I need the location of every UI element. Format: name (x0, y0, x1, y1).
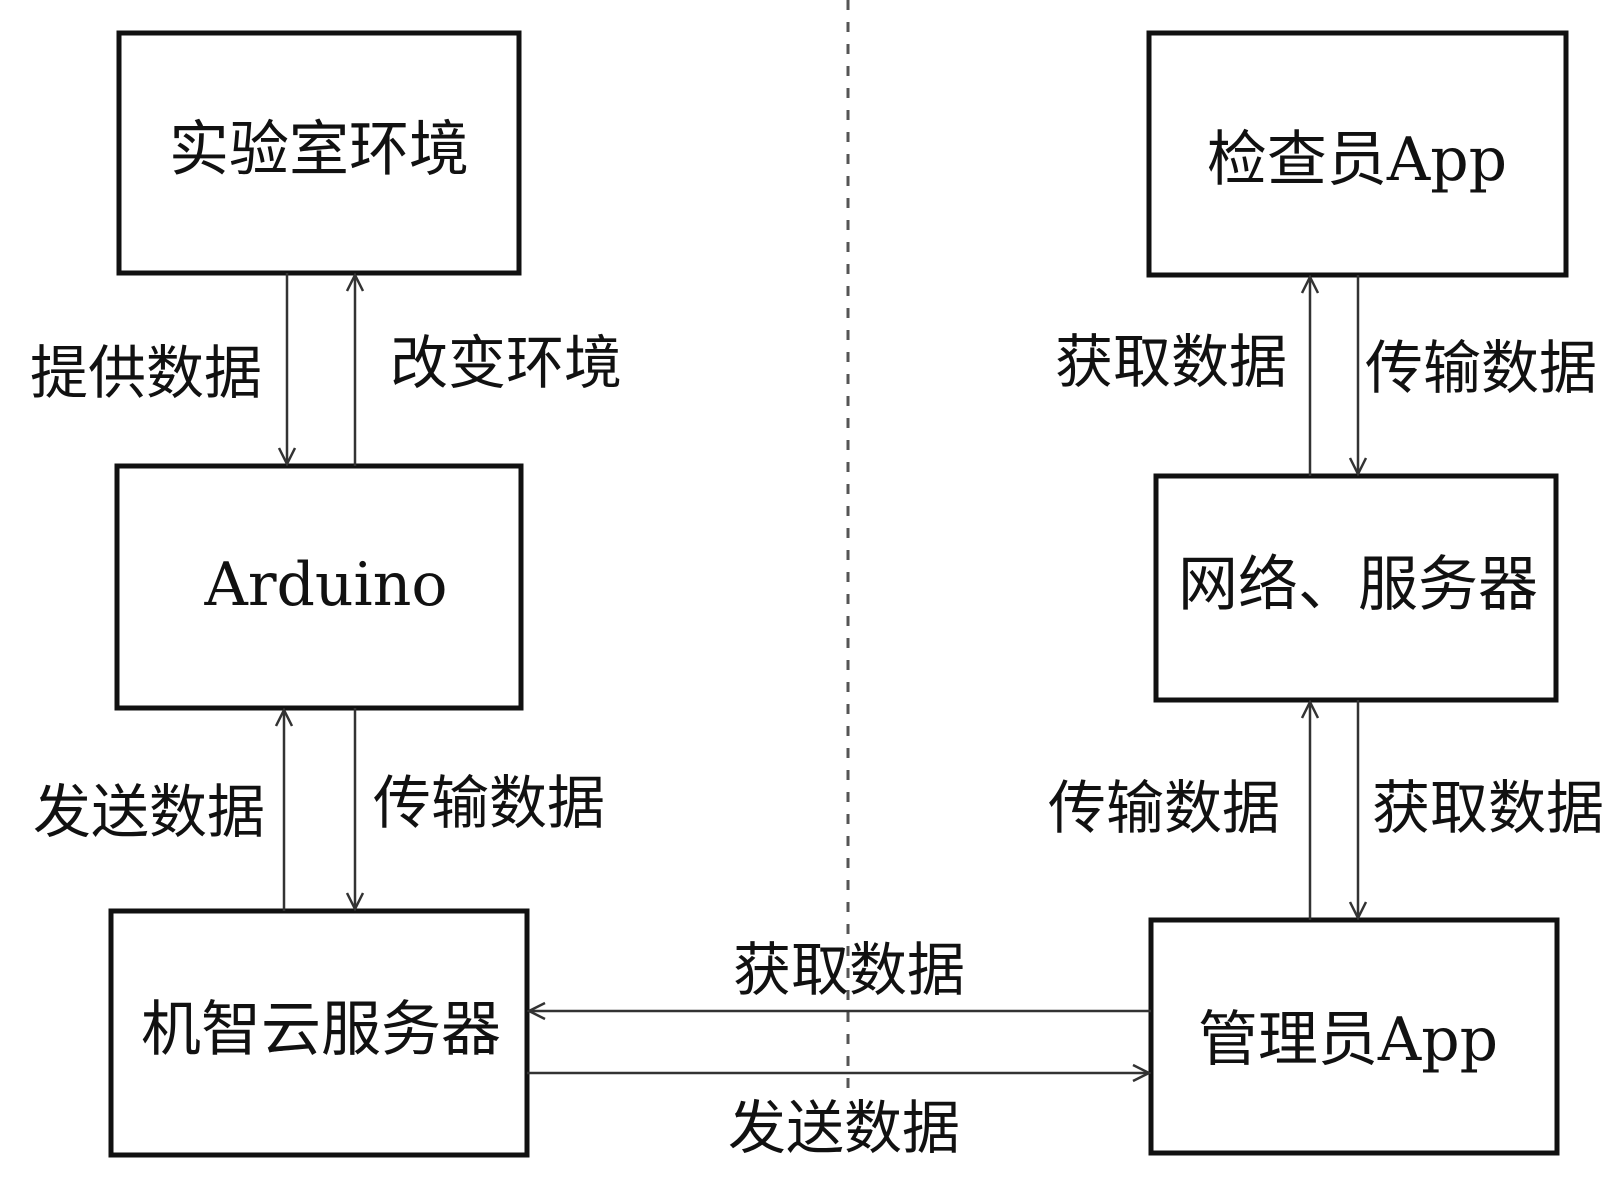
node-lab-environment-label: 实验室环境 (169, 115, 469, 185)
node-gizwits-server-label: 机智云服务器 (141, 995, 501, 1065)
label-transmit-data-mid: 传输数据 (1048, 774, 1280, 842)
node-arduino-label: Arduino (203, 550, 447, 620)
label-get-data-mid: 获取数据 (1372, 774, 1604, 842)
label-send-data-bottom: 发送数据 (728, 1094, 960, 1162)
label-transmit-data-left: 传输数据 (373, 769, 605, 837)
node-admin-app: 管理员App (1148, 917, 1560, 1156)
label-change-env: 改变环境 (390, 329, 622, 397)
node-arduino: Arduino (114, 463, 524, 711)
label-provide-data: 提供数据 (30, 339, 262, 407)
node-inspector-app-label: 检查员App (1207, 125, 1507, 195)
node-inspector-app: 检查员App (1146, 30, 1569, 278)
label-get-data-bottom: 获取数据 (733, 936, 965, 1004)
node-network-server-label: 网络、服务器 (1178, 550, 1538, 620)
node-network-server: 网络、服务器 (1153, 473, 1559, 703)
label-transmit-data-top: 传输数据 (1365, 334, 1597, 402)
label-get-data-top: 获取数据 (1055, 328, 1287, 396)
node-admin-app-label: 管理员App (1198, 1005, 1498, 1075)
label-send-data-left: 发送数据 (33, 778, 265, 846)
node-gizwits-server: 机智云服务器 (108, 908, 530, 1158)
node-lab-environment: 实验室环境 (116, 30, 522, 276)
